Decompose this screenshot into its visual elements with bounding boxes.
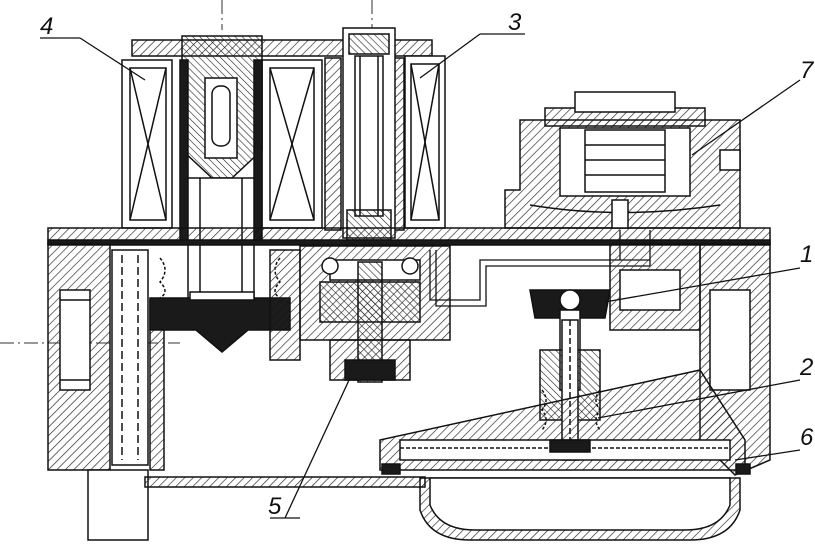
- callout-7: 7: [800, 57, 815, 84]
- callout-2: 2: [799, 354, 813, 381]
- leader-lines: [40, 33, 801, 519]
- base-plate: [144, 476, 426, 488]
- callout-4: 4: [40, 13, 53, 40]
- regulator-cap: [504, 91, 741, 229]
- central-valve-assembly: [299, 245, 451, 383]
- callout-1: 1: [800, 241, 813, 268]
- right-plunger: [342, 27, 396, 241]
- callout-6: 6: [800, 424, 814, 451]
- left-plunger: [179, 35, 263, 300]
- body-top-plate: [47, 227, 771, 246]
- callout-5: 5: [268, 493, 282, 520]
- callout-3: 3: [508, 9, 522, 36]
- diaphragm-chamber: [379, 369, 751, 541]
- left-valve-disc: [149, 249, 301, 361]
- left-body-housing: [47, 243, 165, 541]
- callouts: 4 3 7 1 2 6 5: [40, 9, 815, 520]
- left-coil: [121, 59, 323, 229]
